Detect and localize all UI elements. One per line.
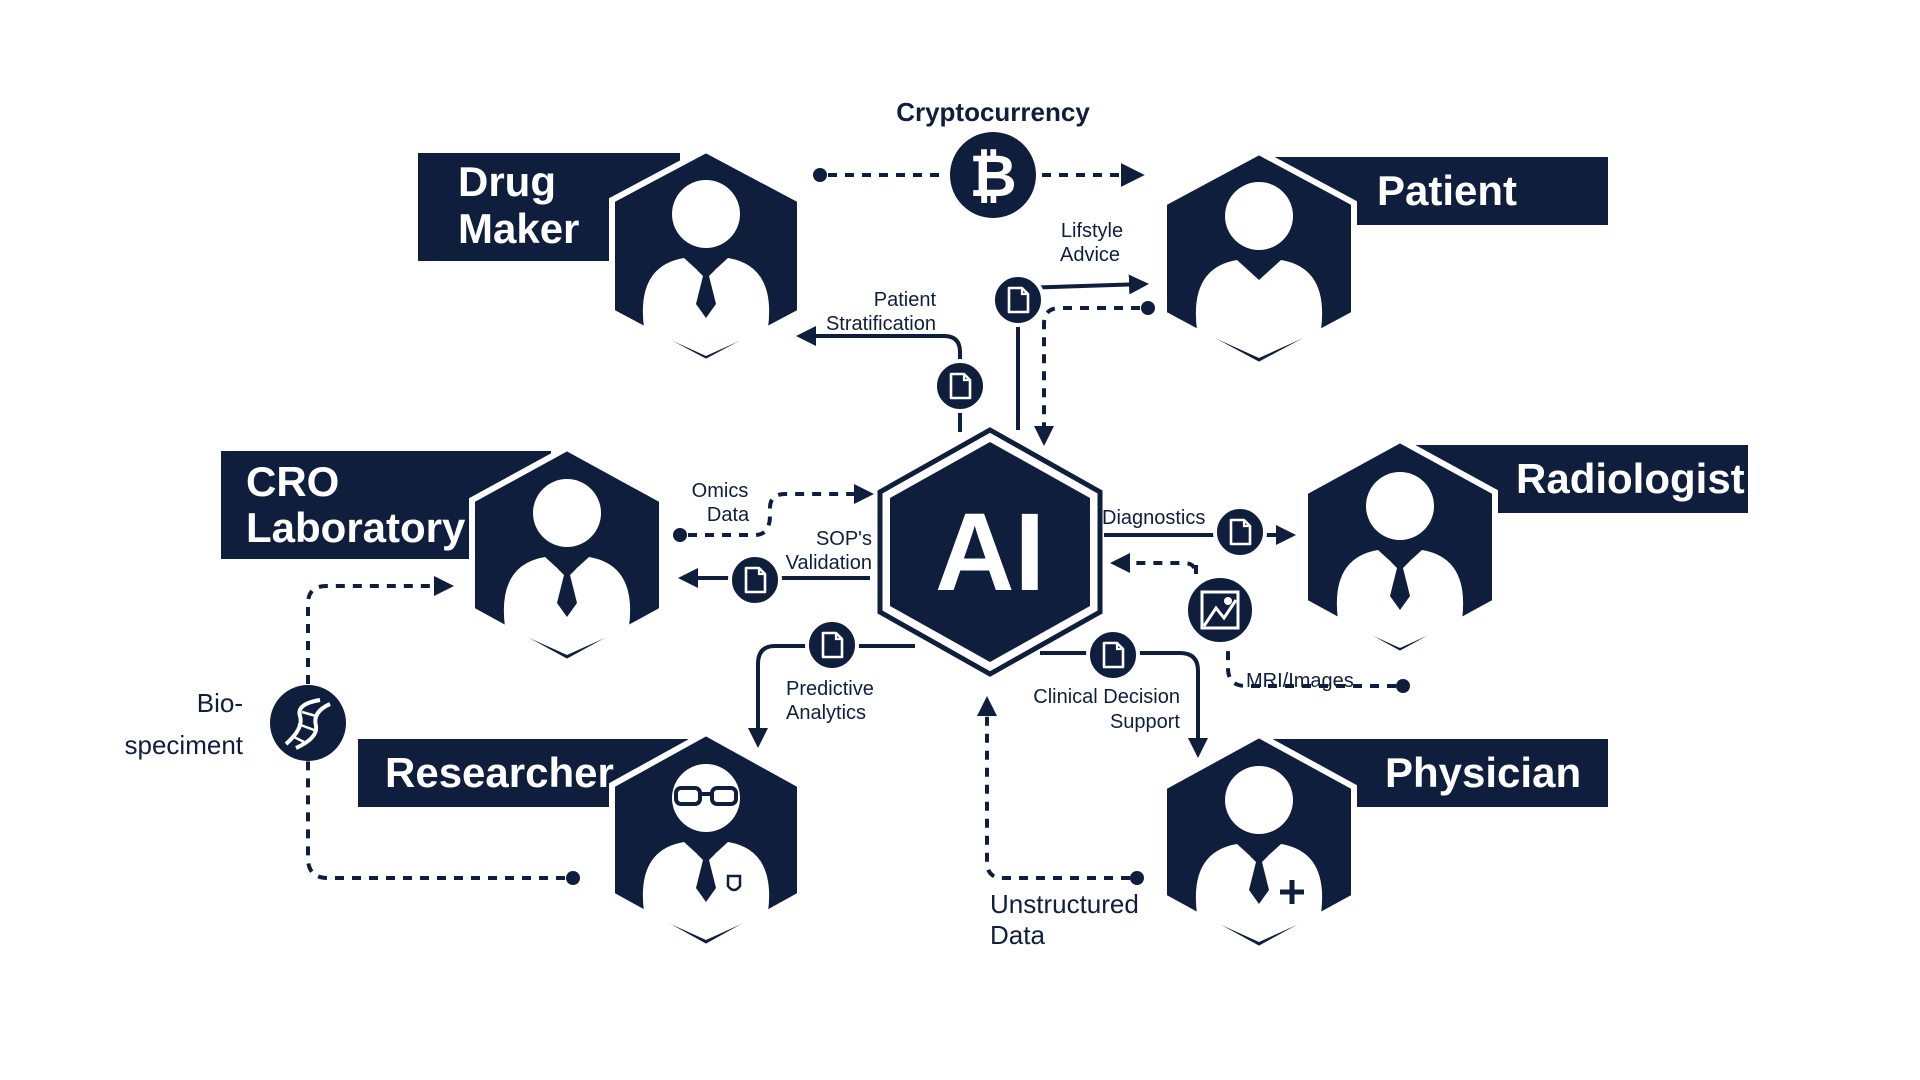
unstructured-label-line1: Unstructured: [990, 889, 1139, 919]
clinical-document-icon: [1086, 628, 1140, 682]
node-drug-maker: Drug Maker: [418, 146, 803, 366]
lifestyle-document-icon: [991, 273, 1045, 327]
cryptocurrency-label: Cryptocurrency: [896, 97, 1090, 127]
clinical-label-line1: Clinical Decision: [1033, 686, 1180, 708]
cro-label-line1: CRO: [246, 458, 339, 505]
dna-icon: [270, 685, 346, 761]
node-radiologist: Radiologist: [1302, 436, 1748, 658]
diagnostics-label: Diagnostics: [1102, 507, 1205, 529]
mri-label: MRI/Images: [1246, 670, 1354, 692]
flow-unstructured-data: [977, 696, 1144, 885]
sop-label-line1: SOP's: [816, 528, 872, 550]
lifestyle-label-line2: Advice: [1060, 244, 1120, 266]
patient-label: Patient: [1377, 167, 1517, 214]
flow-predictive-analytics: [748, 644, 915, 748]
radiologist-label: Radiologist: [1516, 455, 1745, 502]
predictive-label-line2: Analytics: [786, 702, 866, 724]
flow-mri-images: [1110, 553, 1410, 693]
node-physician: Physician: [1161, 731, 1608, 953]
flow-patient-to-ai: [1034, 301, 1155, 446]
stratification-label-line2: Stratification: [826, 313, 936, 335]
sop-label-line2: Validation: [786, 552, 872, 574]
clinical-label-line2: Support: [1110, 711, 1180, 733]
doctor-icon: [1195, 766, 1323, 942]
svg-text:₿: ₿: [969, 144, 1016, 209]
flow-omics-data: [673, 484, 874, 542]
flow-patient-stratification: [796, 326, 962, 432]
drug-maker-label-line1: Drug: [458, 158, 556, 205]
unstructured-label-line2: Data: [990, 920, 1045, 950]
researcher-icon: [642, 764, 770, 940]
stratification-document-icon: [933, 359, 987, 413]
omics-label-line1: Omics: [692, 480, 749, 502]
node-researcher: Researcher: [358, 729, 803, 951]
node-ai: AI: [877, 427, 1103, 677]
sop-document-icon: [728, 553, 782, 607]
biospecimen-label-line1: Bio-: [197, 688, 243, 718]
flow-biospecimen: [306, 576, 580, 885]
predictive-document-icon: [805, 618, 859, 672]
biospecimen-label-line2: speciment: [125, 730, 244, 760]
node-patient: Patient: [1161, 148, 1608, 369]
physician-label: Physician: [1385, 749, 1581, 796]
flow-cryptocurrency: [813, 163, 1145, 187]
flow-clinical-decision-support: [1040, 651, 1208, 758]
stratification-label-line1: Patient: [874, 289, 937, 311]
mri-image-icon: [1184, 574, 1256, 646]
node-cro-laboratory: CRO Laboratory: [221, 444, 665, 666]
researcher-label: Researcher: [385, 749, 614, 796]
ai-hexagon: [890, 442, 1090, 662]
drug-maker-label-line2: Maker: [458, 205, 579, 252]
bitcoin-icon: ₿: [950, 132, 1036, 218]
cro-label-line2: Laboratory: [246, 504, 466, 551]
omics-label-line2: Data: [707, 504, 750, 526]
ai-label: AI: [935, 491, 1045, 614]
lifestyle-label-line1: Lifstyle: [1061, 220, 1123, 242]
predictive-label-line1: Predictive: [786, 678, 874, 700]
diagnostics-document-icon: [1213, 505, 1267, 559]
